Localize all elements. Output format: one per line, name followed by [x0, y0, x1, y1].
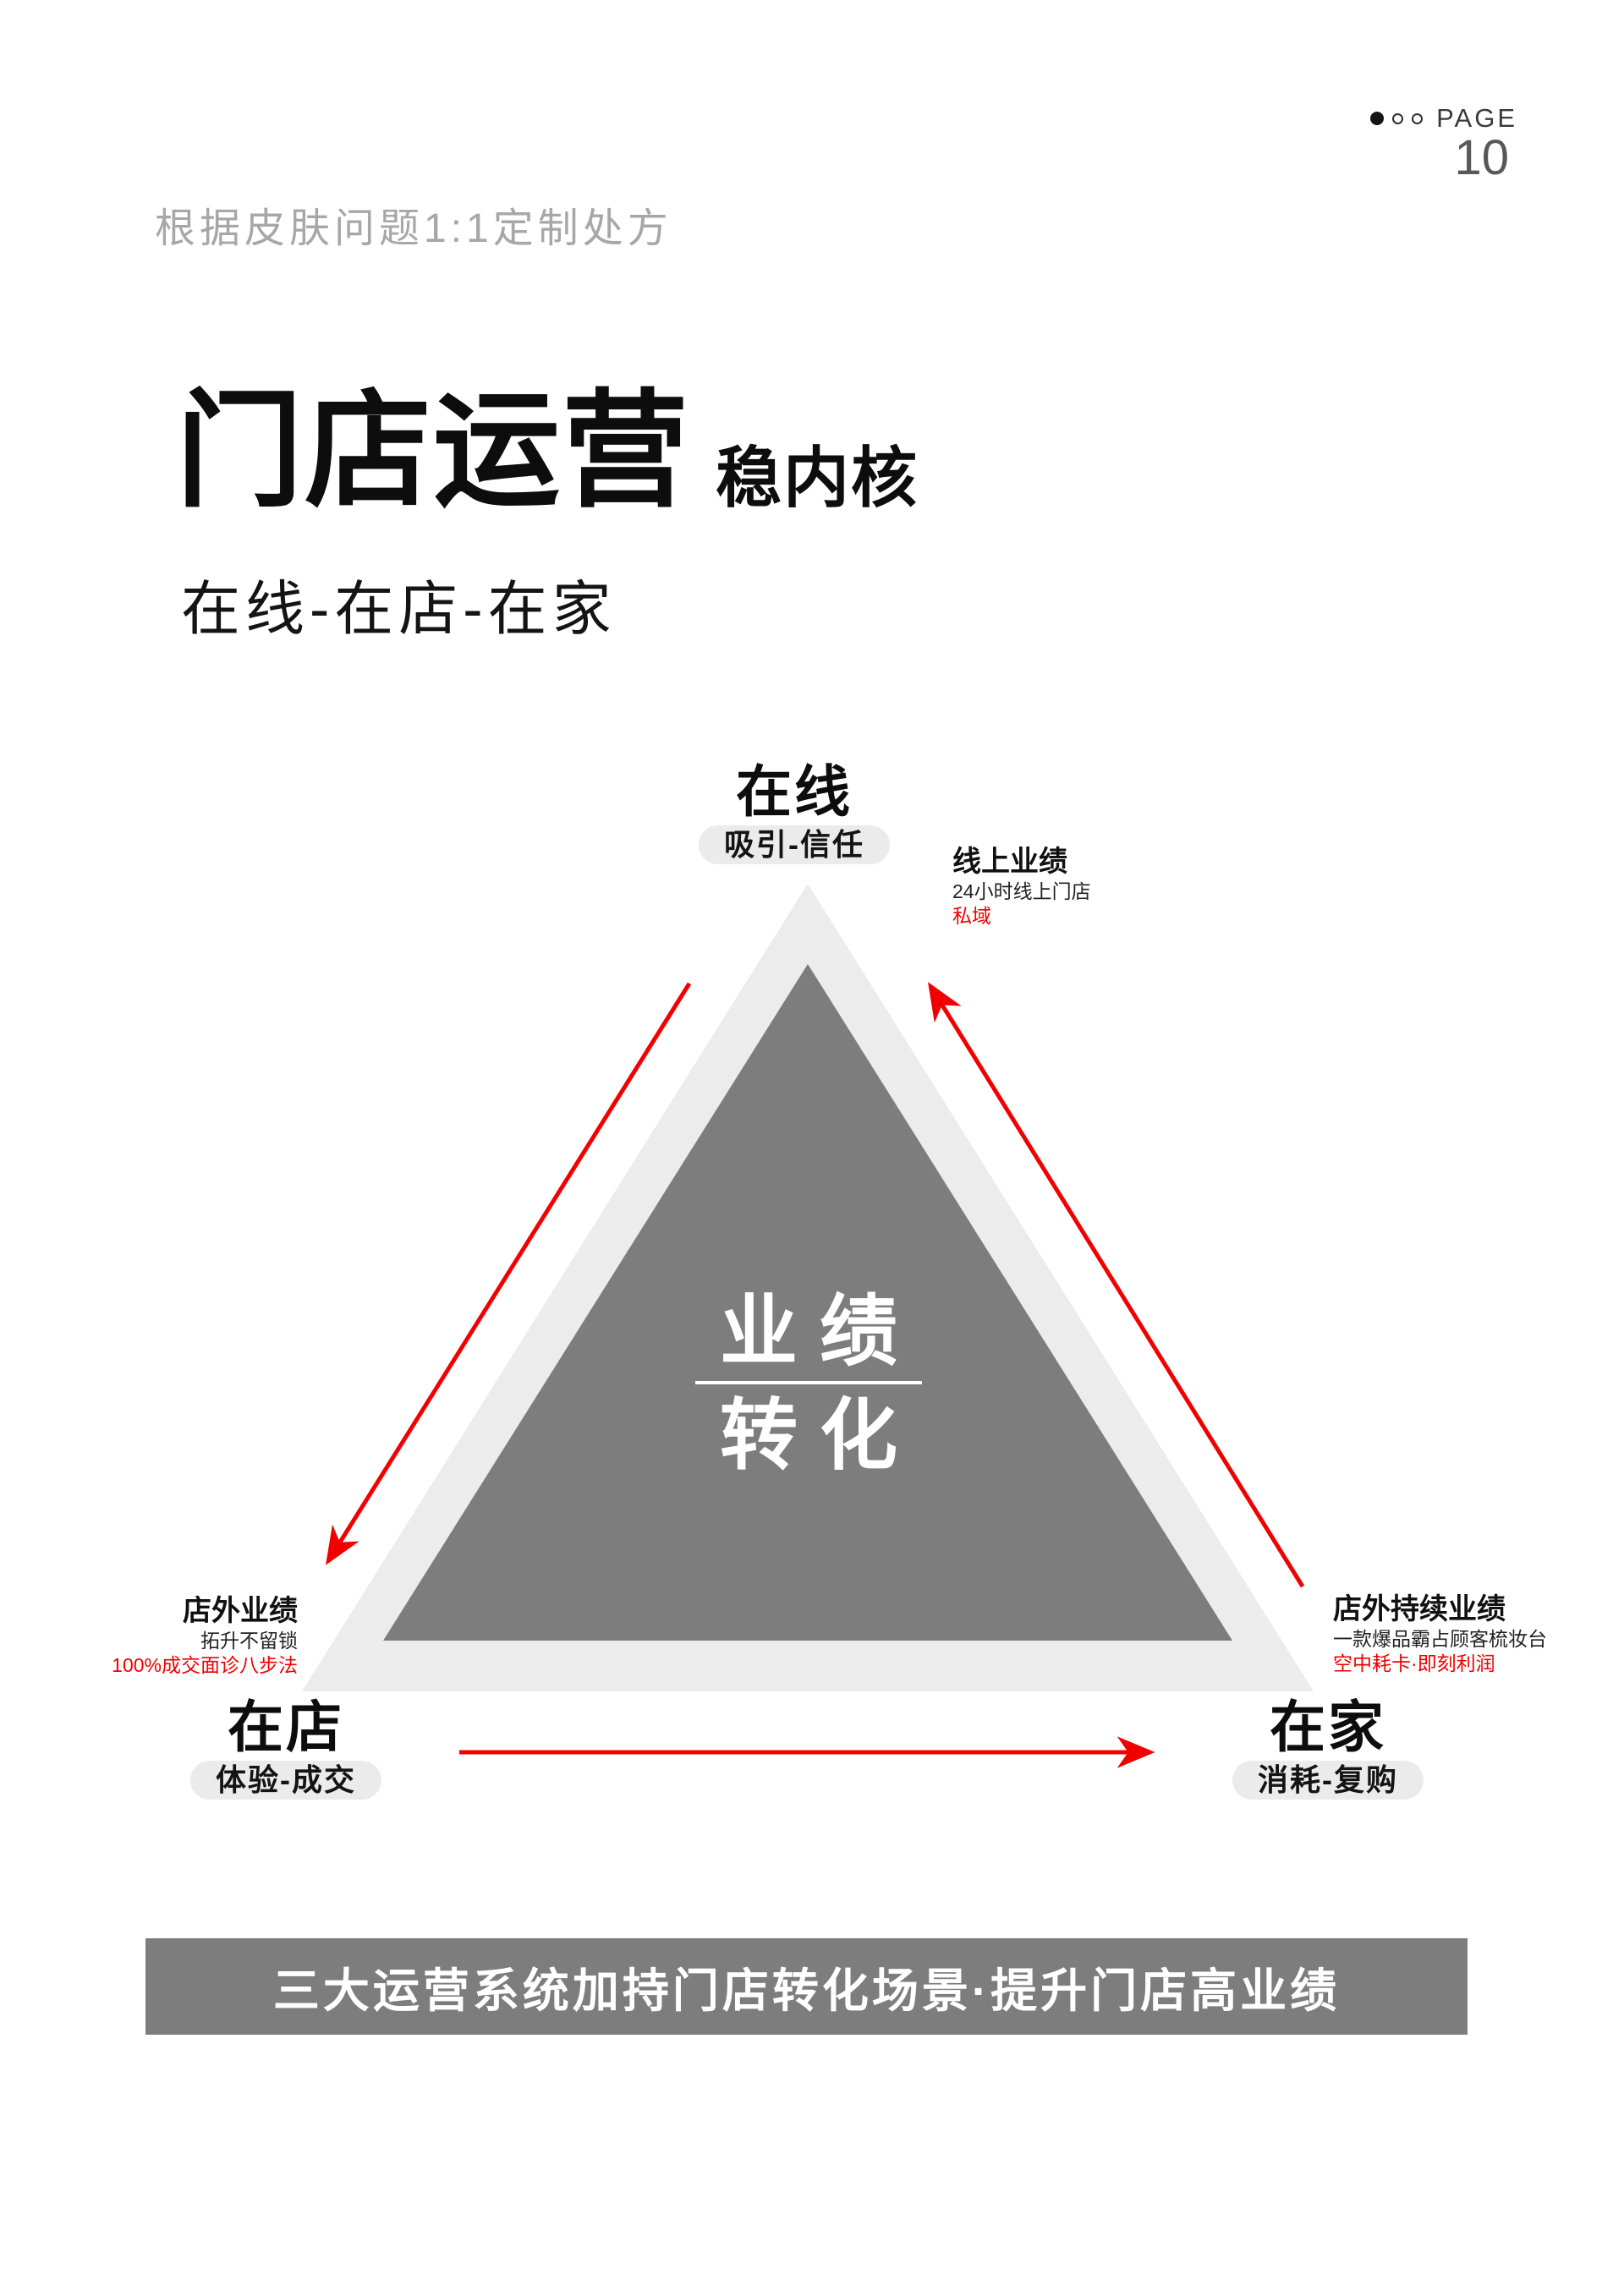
bottom-banner-text: 三大运营系统加持门店转化场景·提升门店高业绩 [272, 1964, 1341, 2017]
page-indicator: PAGE 10 [1370, 103, 1517, 183]
node-online-pill: 吸引-信任 [699, 825, 890, 864]
triangle-inner [383, 964, 1232, 1641]
annotation-online: 线上业绩 24小时线上门店 私域 [952, 844, 1091, 929]
page-word: PAGE [1436, 103, 1517, 133]
annotation-instore-title: 店外业绩 [183, 1595, 298, 1627]
arrow-online-to-instore [326, 982, 692, 1565]
page-dot-icon [1392, 112, 1404, 124]
center-label-top: 业绩 [719, 1289, 919, 1375]
center-divider [695, 1381, 922, 1385]
node-athome-pill: 消耗-复购 [1232, 1761, 1424, 1800]
annotation-athome-line: 一款爆品霸占顾客梳妆台 [1333, 1628, 1547, 1650]
page-dots: PAGE [1370, 103, 1517, 134]
arrow-athome-to-online [928, 982, 1305, 1588]
triangle-center-label: 业绩 转化 [695, 1289, 922, 1480]
node-athome: 在家 消耗-复购 [1201, 1696, 1455, 1800]
annotation-athome: 店外持续业绩 一款爆品霸占顾客梳妆台 空中耗卡·即刻利润 [1333, 1592, 1547, 1676]
page-dot-active-icon [1370, 112, 1385, 125]
title-suffix: 稳内核 [716, 441, 919, 515]
center-label-bottom: 转化 [719, 1393, 919, 1480]
title-main: 门店运营 [176, 380, 691, 522]
annotation-instore-line: 拓升不留锁 [200, 1630, 298, 1652]
annotation-online-title: 线上业绩 [952, 846, 1067, 878]
annotation-athome-highlight: 空中耗卡·即刻利润 [1333, 1652, 1495, 1674]
node-athome-label: 在家 [1270, 1696, 1386, 1758]
node-online: 在线 吸引-信任 [667, 761, 921, 864]
node-online-label: 在线 [736, 760, 853, 823]
annotation-instore: 店外业绩 拓升不留锁 100%成交面诊八步法 [34, 1593, 298, 1678]
annotation-online-highlight: 私域 [952, 905, 991, 927]
page-number: 10 [1454, 130, 1509, 185]
node-instore-label: 在店 [228, 1696, 344, 1758]
page-title: 门店运营 稳内核 [176, 382, 919, 519]
annotation-athome-title: 店外持续业绩 [1333, 1593, 1506, 1625]
node-instore: 在店 体验-成交 [159, 1696, 413, 1800]
kicker-text: 根据皮肤问题1:1定制处方 [155, 206, 672, 251]
subtitle: 在线-在店-在家 [181, 576, 617, 642]
bottom-banner: 三大运营系统加持门店转化场景·提升门店高业绩 [145, 1938, 1468, 2035]
annotation-instore-highlight: 100%成交面诊八步法 [112, 1654, 298, 1676]
page-dot-icon [1412, 112, 1424, 124]
annotation-online-line: 24小时线上门店 [952, 880, 1091, 902]
node-instore-pill: 体验-成交 [190, 1761, 381, 1800]
